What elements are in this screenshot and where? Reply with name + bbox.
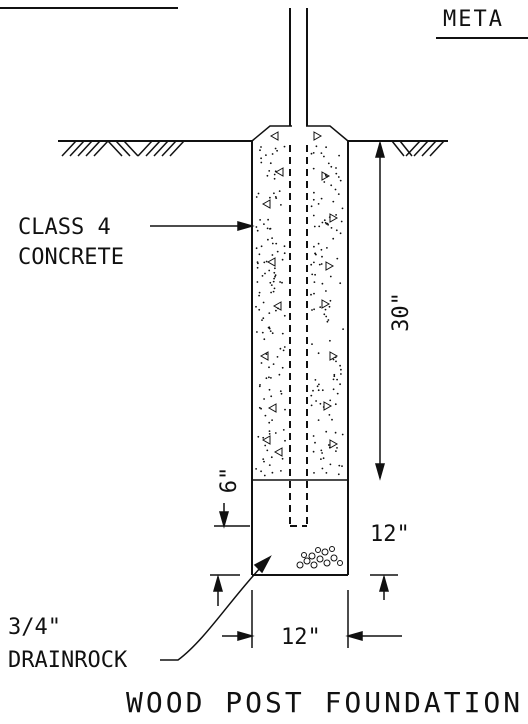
- concrete-texture: [255, 131, 344, 477]
- concrete-mound: [251, 125, 349, 142]
- drainrock-pebbles: [296, 546, 343, 569]
- dimension-12in-vertical: [370, 574, 398, 600]
- dimension-6in: [214, 503, 250, 529]
- dimension-12in-vertical-label: 12": [370, 522, 410, 547]
- dimension-6in-label: 6": [217, 467, 242, 494]
- diagram-title: WOOD POST FOUNDATION: [126, 686, 523, 719]
- corner-label: META: [443, 7, 504, 32]
- drainrock-label-line2: DRAINROCK: [8, 648, 128, 673]
- dimension-30in-label: 30": [389, 292, 414, 332]
- soil-hatch-left: [61, 140, 185, 157]
- soil-hatch-right: [391, 140, 445, 157]
- concrete-label-line2: CONCRETE: [18, 245, 124, 270]
- dimension-12in-horizontal: [210, 574, 402, 648]
- concrete-leader: [150, 221, 255, 231]
- dimension-30in: [360, 140, 398, 481]
- dimension-12in-horizontal-label: 12": [281, 625, 321, 650]
- drainrock-label-line1: 3/4": [8, 615, 61, 640]
- drainrock-leader: [160, 555, 272, 661]
- post-hidden-lines: [289, 145, 308, 527]
- concrete-label-line1: CLASS 4: [18, 215, 111, 240]
